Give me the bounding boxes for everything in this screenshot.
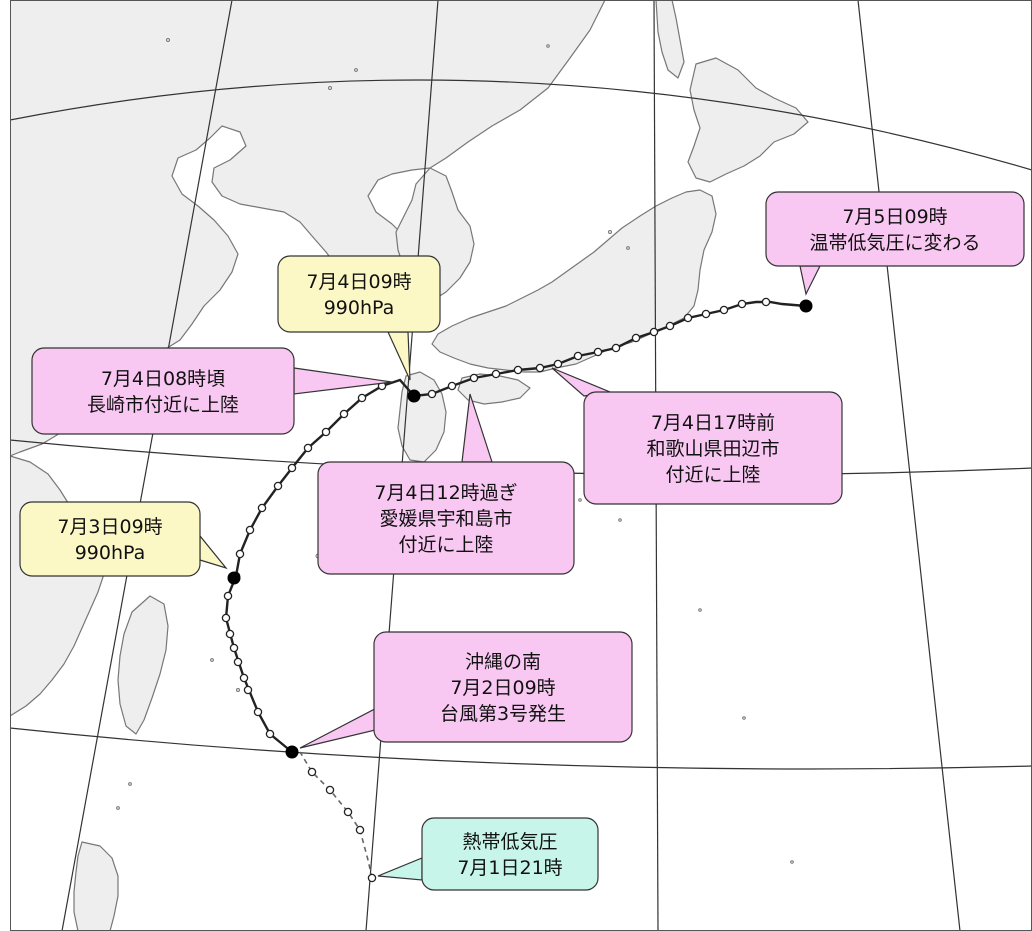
track-point <box>469 373 479 383</box>
land-taiwan <box>117 595 169 735</box>
track-point <box>447 381 457 391</box>
track-point <box>553 359 563 369</box>
track-point <box>427 389 437 399</box>
track-points <box>221 297 771 883</box>
track-point <box>225 629 235 639</box>
callout-label: 7月4日17時前 <box>651 412 775 434</box>
track-point <box>593 347 603 357</box>
track-point <box>491 369 501 379</box>
track-point <box>321 427 331 437</box>
track-point <box>343 807 353 817</box>
callout-box <box>317 461 575 575</box>
callout-label: 990hPa <box>324 297 395 319</box>
fix-point <box>799 299 813 313</box>
callout-label: 7月4日12時過ぎ <box>374 482 517 504</box>
callout-jul3-0900-pressure: 7月3日09時 990hPa <box>19 501 228 577</box>
callout-label: 7月4日09時 <box>306 271 411 293</box>
track-point <box>229 643 239 653</box>
callout-label: 長崎市付近に上陸 <box>87 394 239 416</box>
track-point <box>737 299 747 309</box>
track-point <box>355 825 365 835</box>
fix-point <box>407 389 421 403</box>
track-point <box>245 525 255 535</box>
callout-box <box>19 501 201 577</box>
latitude-line <box>10 727 1032 770</box>
track-point <box>631 333 641 343</box>
callout-label: 付近に上陸 <box>665 464 760 486</box>
callout-label: 7月2日09時 <box>450 677 555 699</box>
land-sakhalin <box>655 0 685 79</box>
tropical-depression-track <box>299 751 373 879</box>
track-point <box>307 767 317 777</box>
latitude-line <box>10 79 1032 171</box>
callout-box <box>277 255 441 333</box>
callout-label: 愛媛県宇和島市 <box>379 508 512 530</box>
callout-box <box>583 391 843 505</box>
track-point <box>221 613 231 623</box>
track-point <box>761 297 771 307</box>
callout-label: 990hPa <box>75 542 146 564</box>
callout-label: 台風第3号発生 <box>440 703 566 725</box>
callout-label: 温帯低気圧に変わる <box>809 232 980 254</box>
track-point <box>265 729 275 739</box>
callout-label: 7月1日21時 <box>457 857 562 879</box>
callout-label: 和歌山県田辺市 <box>646 438 779 460</box>
callout-box <box>31 347 295 435</box>
longitude-line <box>61 0 233 931</box>
track-point <box>611 343 621 353</box>
track-point <box>235 549 245 559</box>
callout-label: 付近に上陸 <box>398 534 493 556</box>
track-point <box>513 365 523 375</box>
track-point <box>665 321 675 331</box>
track-point <box>273 481 283 491</box>
track-point <box>253 707 263 717</box>
callout-label: 7月3日09時 <box>57 516 162 538</box>
track-point <box>683 313 693 323</box>
land-luzon <box>73 841 119 931</box>
fix-point <box>227 571 241 585</box>
track-point <box>367 873 377 883</box>
track-point <box>325 785 335 795</box>
callout-label: 熱帯低気圧 <box>462 831 557 853</box>
track-point <box>573 351 583 361</box>
callout-box <box>765 191 1025 267</box>
track-point <box>357 393 367 403</box>
track-point <box>535 363 545 373</box>
track-point <box>719 305 729 315</box>
fix-points <box>227 299 813 759</box>
callout-label: 7月4日08時頃 <box>101 368 225 390</box>
track-point <box>233 657 243 667</box>
land-hokkaido <box>687 57 809 183</box>
callout-label: 沖縄の南 <box>465 651 541 673</box>
callout-box <box>421 817 599 891</box>
track-point <box>243 685 253 695</box>
callout-jul4-0900-pressure: 7月4日09時 990hPa <box>277 255 441 381</box>
longitude-line <box>857 0 961 931</box>
land-asian-mainland <box>10 0 606 457</box>
track-point <box>303 443 313 453</box>
land-layer <box>10 0 809 931</box>
land-honshu <box>431 189 717 373</box>
track-point <box>239 673 249 683</box>
callout-tropical-depression: 熱帯低気圧 7月1日21時 <box>377 817 599 891</box>
track-point <box>649 327 659 337</box>
track-point <box>257 503 267 513</box>
track-point <box>223 591 233 601</box>
track-point <box>339 409 349 419</box>
track-point <box>287 463 297 473</box>
track-point <box>701 309 711 319</box>
callout-box <box>373 631 633 743</box>
callout-label: 7月5日09時 <box>842 206 947 228</box>
fix-point <box>285 745 299 759</box>
